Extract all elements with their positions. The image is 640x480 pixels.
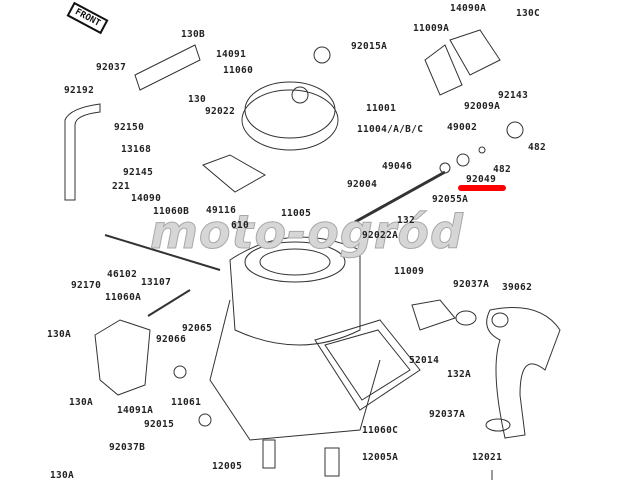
part-number-label[interactable]: 49116 [206, 205, 237, 216]
part-number-label[interactable]: 92150 [114, 122, 145, 133]
part-number-label[interactable]: 610 [231, 220, 250, 231]
part-number-label[interactable]: 130B [181, 29, 206, 40]
part-number-label[interactable]: 130C [516, 8, 541, 19]
part-number-label[interactable]: 11004/A/B/C [357, 124, 424, 135]
part-number-label[interactable]: 92037B [109, 442, 146, 453]
part-number-label[interactable]: 11061 [171, 397, 202, 408]
part-number-label[interactable]: 92192 [64, 85, 95, 96]
part-number-label[interactable]: 132 [397, 215, 416, 226]
part-number-label[interactable]: 92015A [351, 41, 388, 52]
part-number-label[interactable]: 11005 [281, 208, 312, 219]
part-number-label[interactable]: 92015 [144, 419, 175, 430]
part-number-label[interactable]: 92022 [205, 106, 236, 117]
part-number-label[interactable]: 221 [112, 181, 131, 192]
cylinder-shape [229, 236, 361, 346]
part-number-label[interactable]: 49046 [382, 161, 413, 172]
part-number-label[interactable]: 132A [447, 369, 472, 380]
part-number-label[interactable]: 92170 [71, 280, 102, 291]
part-number-label[interactable]: 13107 [141, 277, 172, 288]
part-number-label[interactable]: 482 [528, 142, 547, 153]
part-number-label[interactable]: 14091 [216, 49, 247, 60]
part-number-label[interactable]: 14091A [117, 405, 154, 416]
part-number-label[interactable]: 92009A [464, 101, 501, 112]
part-number-label[interactable]: 49002 [447, 122, 478, 133]
part-number-label[interactable]: 11060B [153, 206, 190, 217]
part-number-label[interactable]: 11060A [105, 292, 142, 303]
part-number-label[interactable]: 92037 [96, 62, 127, 73]
part-number-label[interactable]: 92055A [432, 194, 469, 205]
part-number-label[interactable]: 11009A [413, 23, 450, 34]
part-number-label[interactable]: 12005 [212, 461, 243, 472]
part-number-label[interactable]: 130 [188, 94, 207, 105]
part-number-label[interactable]: 130A [50, 470, 75, 480]
part-number-label[interactable]: 130A [69, 397, 94, 408]
part-number-label[interactable]: 13168 [121, 144, 152, 155]
part-number-label[interactable]: 92066 [156, 334, 187, 345]
part-number-label[interactable]: 14090 [131, 193, 162, 204]
hose-shape [486, 307, 561, 439]
part-number-label[interactable]: 92145 [123, 167, 154, 178]
part-number-label[interactable]: 11001 [366, 103, 397, 114]
part-number-label[interactable]: 92004 [347, 179, 378, 190]
part-number-label[interactable]: 39062 [502, 282, 533, 293]
part-number-label[interactable]: 482 [493, 164, 512, 175]
highlight-marker [458, 185, 506, 191]
part-number-label[interactable]: 92065 [182, 323, 213, 334]
part-number-label[interactable]: 92143 [498, 90, 529, 101]
part-number-label[interactable]: 130A [47, 329, 72, 340]
part-number-label[interactable]: 52014 [409, 355, 440, 366]
part-number-label[interactable]: 12005A [362, 452, 399, 463]
part-number-label[interactable]: 12021 [472, 452, 503, 463]
watermark: moto-ogród [150, 205, 464, 260]
part-number-label[interactable]: 14090A [450, 3, 487, 14]
part-number-label[interactable]: 92022A [362, 230, 399, 241]
part-number-label[interactable]: 92037A [429, 409, 466, 420]
part-number-label[interactable]: 11060 [223, 65, 254, 76]
part-number-label[interactable]: 46102 [107, 269, 138, 280]
part-number-label[interactable]: 11060C [362, 425, 399, 436]
part-number-label[interactable]: 92037A [453, 279, 490, 290]
part-number-label[interactable]: 11009 [394, 266, 425, 277]
part-number-label[interactable]: 92049 [466, 174, 497, 185]
